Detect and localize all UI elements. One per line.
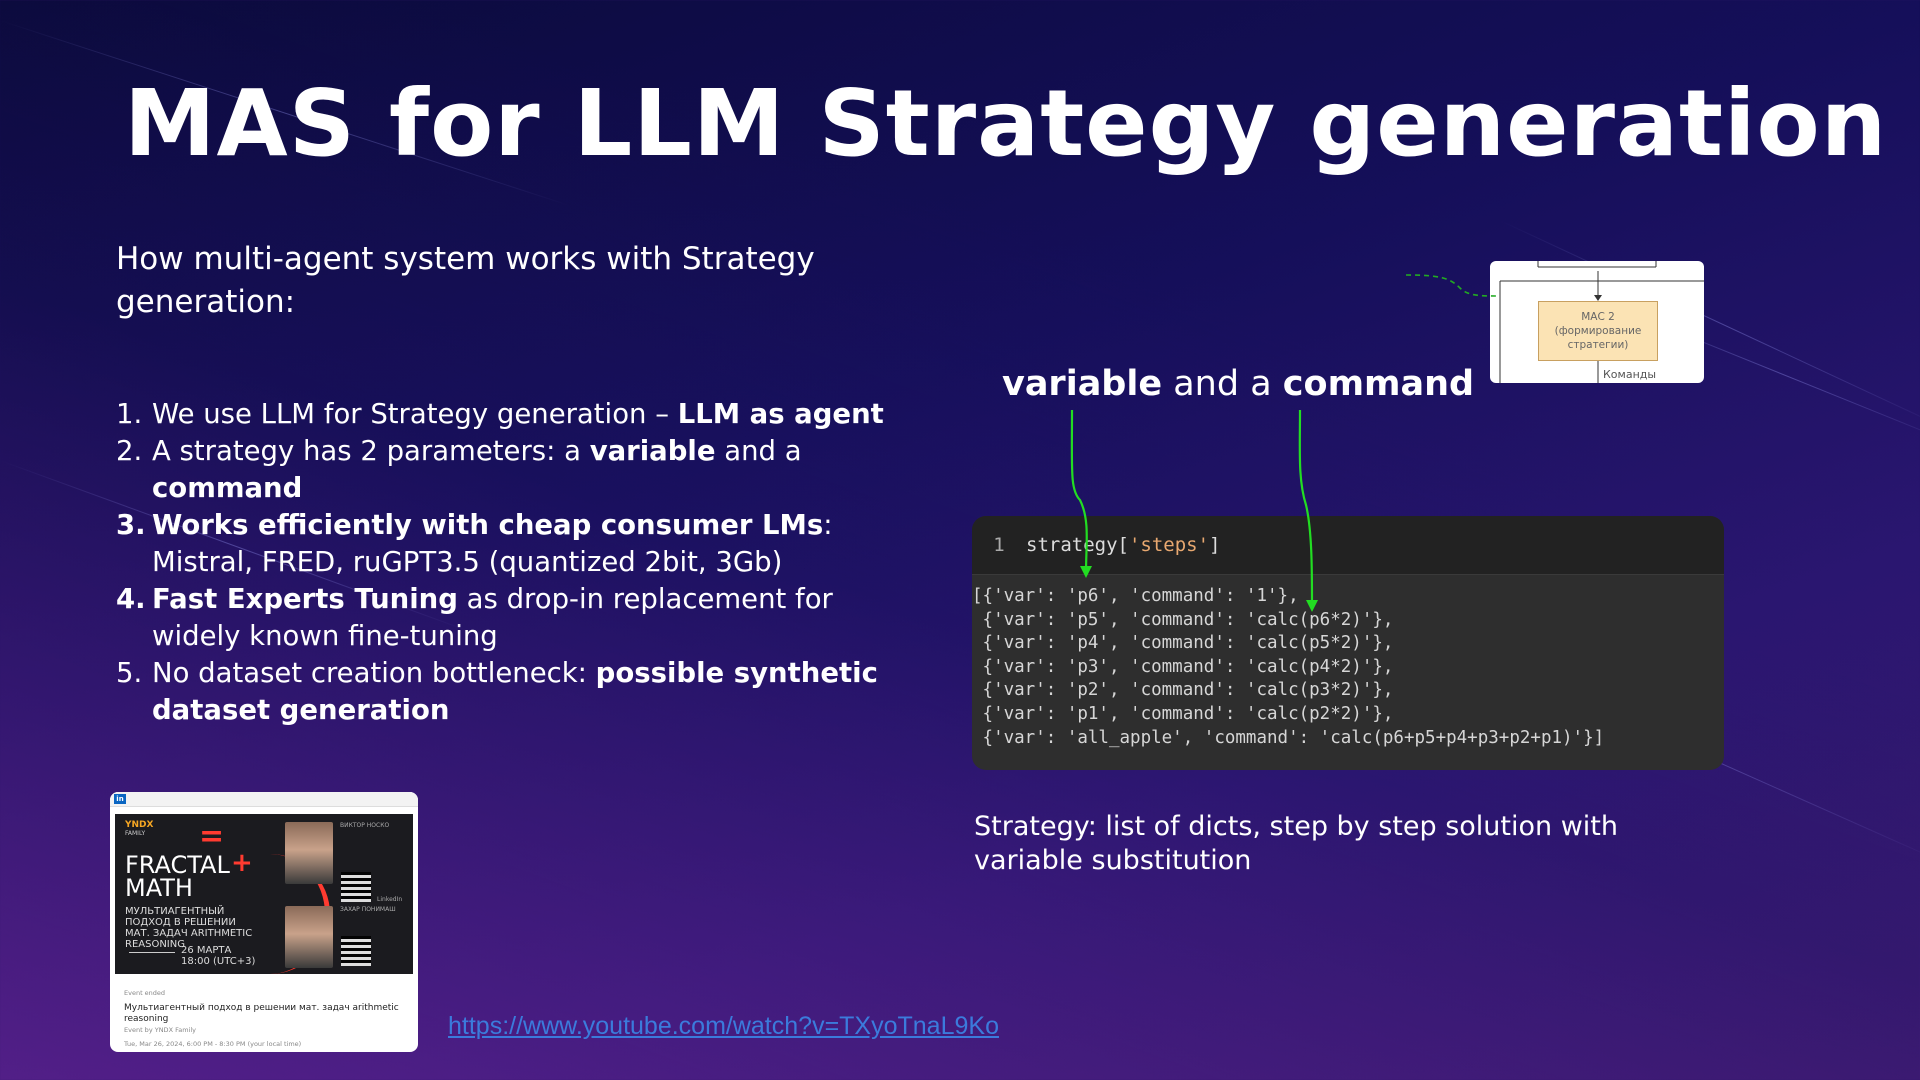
event-time: Tue, Mar 26, 2024, 6:00 PM - 8:30 PM (yo… — [124, 1040, 302, 1048]
feature-list-number: 1. — [116, 398, 143, 430]
code-line-number: 1 — [993, 534, 1005, 556]
code-input-line: 1 strategy['steps'] — [972, 516, 1724, 575]
diagram-connector — [1405, 274, 1501, 297]
code-output-panel: 1 strategy['steps'] [{'var': 'p6', 'comm… — [972, 516, 1724, 770]
feature-list-text: Fast Experts Tuning — [152, 583, 458, 615]
diagram-lines — [1499, 261, 1704, 383]
event-title: Мультиагентный подход в решении мат. зад… — [124, 1003, 399, 1024]
youtube-link[interactable]: https://www.youtube.com/watch?v=TXyoTnaL… — [448, 1012, 999, 1040]
speaker-photo — [285, 906, 333, 968]
feature-list-item: 1. We use LLM for Strategy generation – L… — [116, 396, 906, 433]
qr-label: LinkedIn — [377, 896, 403, 903]
poster-title-line2: MATH — [125, 874, 193, 902]
speaker-photo — [285, 822, 333, 884]
code-output-line: {'var': 'p4', 'command': 'calc(p5*2)'}, — [972, 633, 1394, 654]
feature-list-text: command — [152, 472, 303, 504]
qr-code-icon — [341, 872, 371, 902]
mas2-box-line: стратегии) — [1567, 339, 1629, 351]
strategy-caption: Strategy: list of dicts, step by step so… — [974, 811, 1619, 876]
poster-subtitle: МУЛЬТИАГЕНТНЫЙ ПОДХОД В РЕШЕНИИ МАТ. ЗАД… — [125, 906, 253, 950]
annotation-command: command — [1282, 364, 1475, 404]
speaker-name: ВИКТОР НОСКО — [340, 822, 390, 829]
feature-list-text: possible synthetic dataset generation — [152, 657, 878, 726]
speaker-name: ЗАХАР ПОНИМАШ — [340, 906, 396, 913]
code-output: [{'var': 'p6', 'command': '1'}, {'var': … — [972, 575, 1724, 750]
code-prefix: strategy[ — [1026, 534, 1129, 556]
event-status: Event ended — [124, 989, 166, 997]
code-output-line: {'var': 'p1', 'command': 'calc(p2*2)'}, — [972, 703, 1394, 724]
feature-list-text: as drop-in replacement for widely known … — [152, 583, 833, 652]
plus-icon: + — [231, 848, 253, 878]
mas-diagram-crop: МАС 2 (формирование стратегии) Команды — [1490, 261, 1704, 383]
qr-code-icon — [341, 936, 371, 966]
mas2-box-line: МАС 2 — [1581, 311, 1615, 323]
feature-list-text: LLM as agent — [677, 398, 884, 430]
feature-list-number: 3. — [116, 509, 146, 541]
feature-list-text: Works efficiently with cheap consumer LM… — [152, 509, 824, 541]
equals-icon: = — [199, 819, 225, 854]
mas2-box: МАС 2 (формирование стратегии) — [1538, 301, 1658, 361]
feature-list-item: 5. No dataset creation bottleneck: possib… — [116, 655, 906, 729]
code-output-line: {'var': 'p5', 'command': 'calc(p6*2)'}, — [972, 609, 1394, 630]
annotation-variable: variable — [1002, 364, 1163, 404]
code-suffix: ] — [1209, 534, 1221, 556]
feature-list-item: 3.Works efficiently with cheap consumer … — [116, 507, 906, 581]
code-output-line: {'var': 'p2', 'command': 'calc(p3*2)'}, — [972, 680, 1394, 701]
event-info: Event ended Мультиагентный подход в реше… — [124, 988, 404, 1050]
event-organizer: Event by YNDX Family — [124, 1026, 196, 1034]
poster-date: 26 МАРТА 18:00 (UTC+3) — [181, 945, 256, 967]
linkedin-header-bar: in — [110, 792, 418, 807]
intro-text: How multi-agent system works with Strate… — [116, 241, 815, 320]
feature-list-number: 5. — [116, 657, 143, 689]
annotation-mid: and a — [1162, 364, 1283, 404]
feature-list-text: : Mistral, FRED, ruGPT3.5 (quantized 2bi… — [152, 509, 833, 578]
feature-list: 1. We use LLM for Strategy generation – L… — [116, 396, 906, 729]
feature-list-text: and a — [715, 435, 802, 467]
slide-title: MAS for LLM Strategy generation — [124, 70, 1888, 177]
feature-list-item: 2. A strategy has 2 parameters: a variabl… — [116, 433, 906, 507]
linkedin-logo-icon: in — [114, 794, 126, 804]
feature-list-text: A strategy has 2 parameters: a — [152, 435, 590, 467]
feature-list-text: We use LLM for Strategy generation – — [152, 398, 678, 430]
code-expression: strategy['steps'] — [1026, 534, 1220, 556]
code-output-line: {'var': 'p3', 'command': 'calc(p4*2)'}, — [972, 656, 1394, 677]
feature-list-number: 4. — [116, 583, 146, 615]
feature-list-item: 4.Fast Experts Tuning as drop-in replace… — [116, 581, 906, 655]
code-string: 'steps' — [1128, 534, 1210, 556]
code-output-line: [{'var': 'p6', 'command': '1'}, — [972, 586, 1299, 606]
mas2-box-line: (формирование — [1554, 325, 1642, 337]
poster-brand-sub: FAMILY — [125, 830, 146, 837]
poster-arrow-icon — [129, 952, 175, 953]
variable-command-annotation: variable and a command — [1002, 364, 1474, 404]
diagram-footer-label: Команды — [1603, 368, 1657, 381]
feature-list-text: No dataset creation bottleneck: — [152, 657, 596, 689]
feature-list-number: 2. — [116, 435, 143, 467]
feature-list-text: variable — [589, 435, 716, 467]
poster-title-line1: FRACTAL — [125, 851, 230, 879]
code-output-line: {'var': 'all_apple', 'command': 'calc(p6… — [972, 727, 1605, 748]
poster-brand: YNDX — [125, 820, 154, 830]
